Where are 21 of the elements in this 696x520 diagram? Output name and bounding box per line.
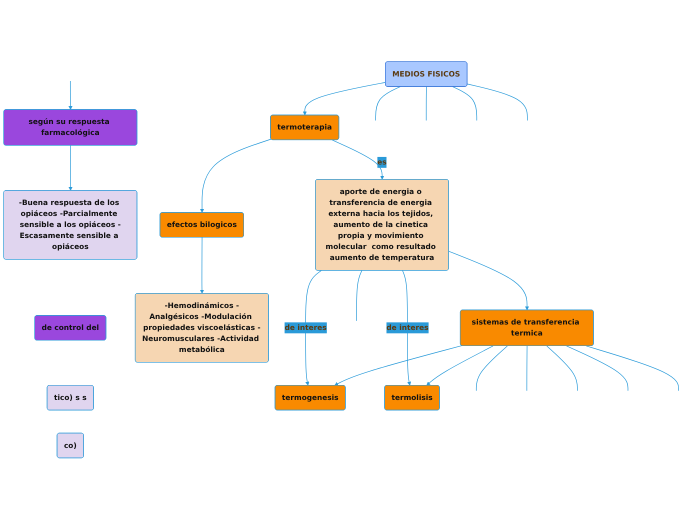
connector (452, 86, 478, 122)
connector (375, 86, 401, 122)
arrow (200, 138, 272, 214)
connector (586, 346, 679, 392)
connector (476, 346, 508, 392)
arrow (426, 346, 494, 386)
arrow (68, 145, 73, 191)
arrow (332, 140, 384, 180)
arrow (302, 82, 386, 116)
connector (356, 270, 362, 322)
arrow (448, 251, 530, 310)
arrow (305, 270, 322, 386)
connector (566, 346, 628, 392)
connector (426, 86, 427, 122)
connector (526, 346, 528, 392)
arrow (402, 270, 412, 386)
arrow (334, 346, 462, 386)
connector (546, 346, 578, 392)
arrow (200, 237, 204, 294)
arrow (68, 80, 72, 110)
connector (467, 84, 528, 122)
